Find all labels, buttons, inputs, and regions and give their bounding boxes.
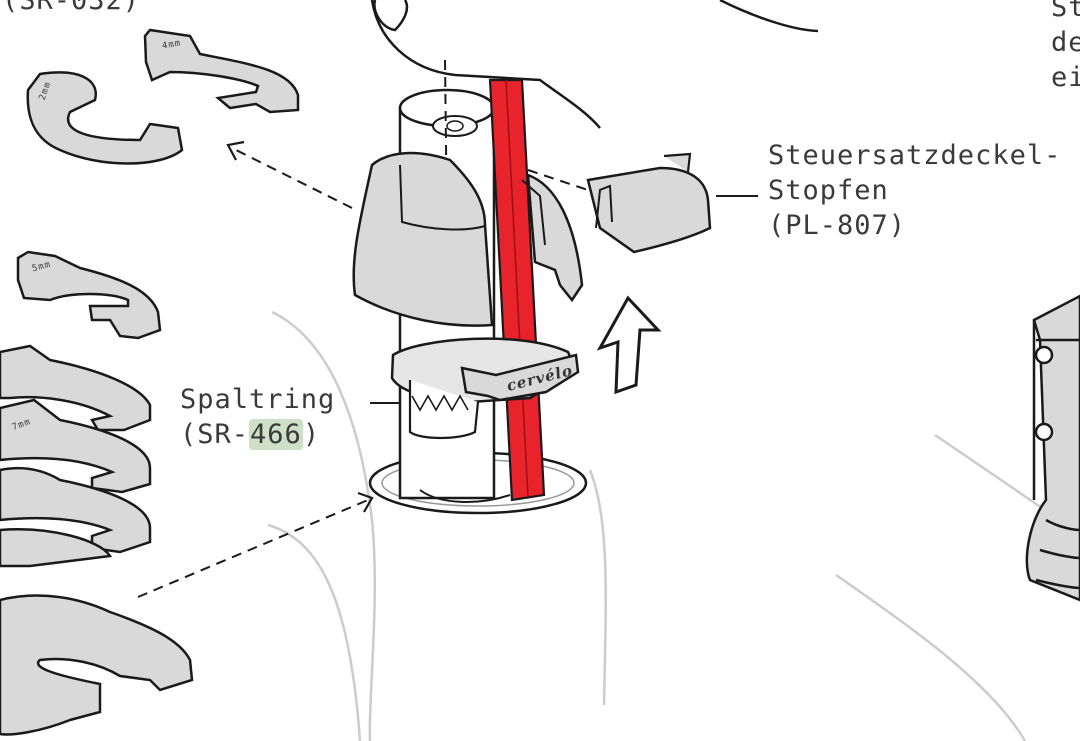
- plug-callout-line-3: (PL-807): [768, 210, 907, 241]
- plug-callout-line-1: Steuersatzdeckel-: [768, 140, 1062, 171]
- top-right-partial-line-3: ei: [1051, 62, 1080, 93]
- dashed-arrows: [137, 147, 589, 598]
- headset-cap-plug: [586, 152, 712, 254]
- spacer-rings: [0, 28, 300, 736]
- top-right-partial-line-2: de: [1051, 27, 1080, 58]
- split-ring-callout-line-1: Spaltring: [180, 384, 336, 415]
- plug-callout-line-2: Stopfen: [768, 175, 889, 206]
- head-tube-top: [370, 0, 819, 129]
- cone-spacer: [352, 151, 494, 327]
- red-steerer-rod: [488, 78, 546, 502]
- rear-clip: [521, 173, 584, 303]
- split-ring-part-number-highlight: 466: [249, 419, 303, 450]
- split-ring-part-prefix: (SR-: [180, 419, 250, 450]
- split-ring-callout-line-2: (SR-466): [180, 417, 335, 452]
- split-ring-part-suffix: ): [302, 419, 321, 450]
- top-right-partial-line-1: St: [1051, 0, 1080, 23]
- leader-lines: [370, 195, 758, 404]
- right-headset-part: [1025, 294, 1080, 602]
- split-ring-part: [390, 337, 580, 440]
- top-right-partial-label: St de ei: [1051, 0, 1080, 95]
- arrow-heads: [226, 140, 374, 513]
- top-left-partial-label: (SR-032): [2, 0, 141, 16]
- frame-outline: [267, 310, 1046, 741]
- plug-callout: Steuersatzdeckel- Stopfen (PL-807): [768, 138, 1061, 243]
- up-arrow: [596, 295, 662, 395]
- split-ring-callout: Spaltring (SR-466): [180, 382, 335, 452]
